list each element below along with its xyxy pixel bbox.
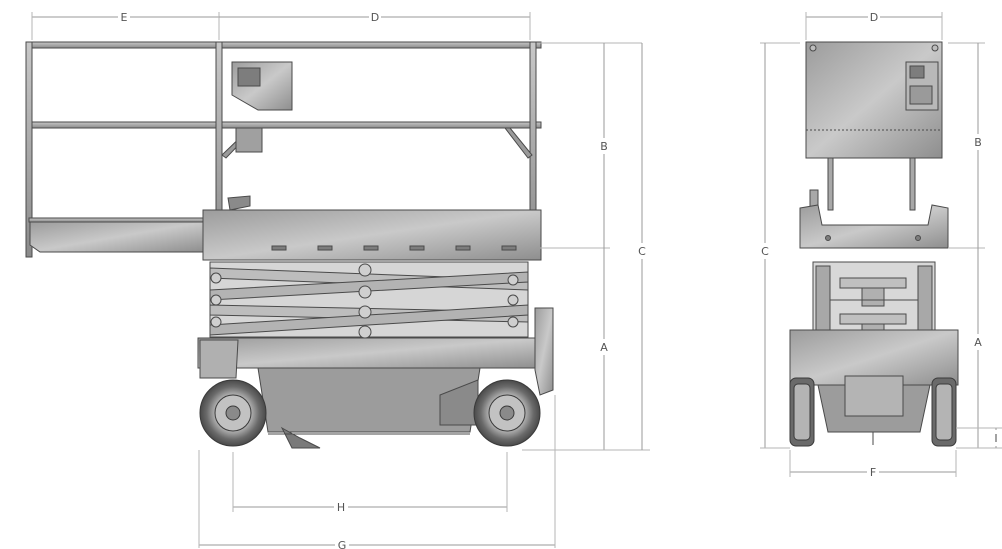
dim-label-a: A bbox=[600, 341, 608, 354]
dim-label-c: C bbox=[638, 245, 646, 258]
dim-label-g: G bbox=[338, 539, 347, 549]
platform-deck bbox=[29, 195, 542, 261]
scissor-stack bbox=[209, 261, 529, 339]
side-rear-wheel bbox=[199, 379, 267, 447]
front-dim-label-i: I bbox=[994, 432, 997, 445]
front-labels: D C B A I F bbox=[759, 9, 1000, 480]
side-front-wheel bbox=[473, 379, 541, 447]
side-view bbox=[25, 41, 554, 449]
dim-label-e: E bbox=[121, 11, 128, 24]
front-uprights bbox=[809, 157, 916, 216]
front-dim-label-c: C bbox=[761, 245, 769, 258]
front-chassis bbox=[789, 329, 959, 445]
front-view bbox=[789, 41, 959, 447]
side-labels: E D B C A H G bbox=[118, 9, 648, 549]
front-platform bbox=[799, 204, 949, 249]
front-guard-panel bbox=[805, 41, 943, 159]
front-right-tire bbox=[931, 377, 957, 447]
control-box bbox=[231, 61, 293, 153]
dim-label-h: H bbox=[337, 501, 345, 514]
front-dim-label-b: B bbox=[974, 136, 982, 149]
front-dim-label-d: D bbox=[870, 11, 878, 24]
dim-label-d: D bbox=[371, 11, 379, 24]
front-left-tire bbox=[789, 377, 815, 447]
side-chassis bbox=[197, 307, 554, 449]
front-dim-label-f: F bbox=[870, 466, 876, 479]
dim-label-b: B bbox=[600, 140, 608, 153]
front-dim-label-a: A bbox=[974, 336, 982, 349]
